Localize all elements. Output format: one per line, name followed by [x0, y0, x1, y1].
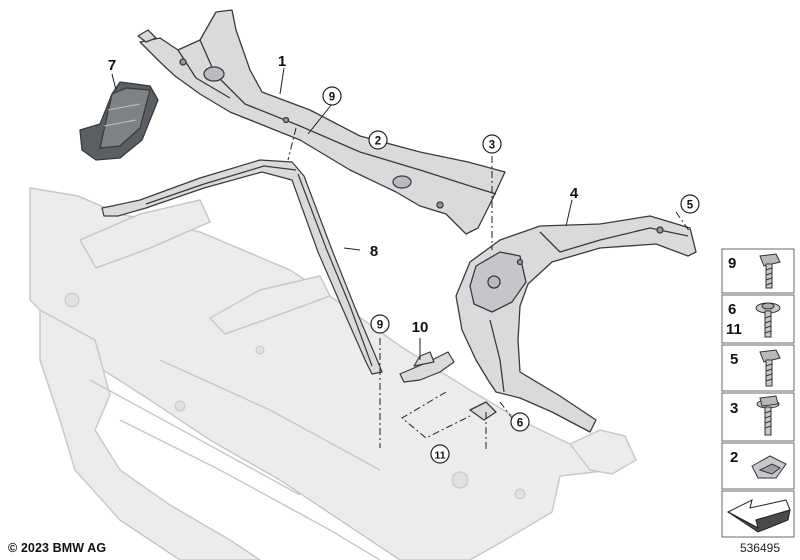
callout-1: 1 [278, 53, 286, 70]
installation-lines [287, 127, 691, 450]
callout-11: 11 [434, 450, 445, 462]
clip-nut-icon [751, 455, 787, 479]
catalog-number: 536495 [739, 541, 780, 555]
arrow-icon [726, 499, 791, 533]
callout-9-bottom: 9 [377, 320, 383, 332]
circled-callouts [322, 86, 700, 464]
legend-panel-5 [721, 344, 795, 392]
part-10-bracket [399, 351, 455, 383]
part-7-air-guide-bracket [79, 81, 159, 161]
copyright-notice: © 2023 BMW AG [8, 541, 107, 555]
part-4-side-support [455, 215, 697, 433]
screw-icon [756, 395, 780, 436]
background-front-carrier [29, 187, 637, 560]
legend-panel-6-11 [721, 294, 795, 344]
screw-icon [759, 349, 781, 387]
callout-5-circle [680, 194, 700, 214]
fastener-legend: 9 6 11 5 3 [721, 248, 795, 538]
background-lower-rail [89, 359, 381, 560]
callout-2: 2 [375, 136, 381, 148]
circled-callout-texts: 9 2 3 5 9 6 11 [329, 92, 694, 462]
background-holes [64, 292, 526, 500]
part-8-diagonal-strut [101, 159, 383, 375]
callout-3-circle [482, 134, 502, 154]
legend-label-11: 11 [726, 321, 742, 338]
washer-screw-icon [755, 302, 781, 338]
legend-label-6: 6 [728, 301, 736, 318]
background-lower-frame [39, 308, 262, 560]
background-bumper-beam [29, 187, 632, 560]
legend-label-9: 9 [728, 255, 736, 272]
callout-6-circle [510, 412, 530, 432]
callout-4: 4 [570, 185, 579, 202]
callout-3: 3 [489, 140, 495, 152]
legend-label-3: 3 [730, 400, 738, 417]
callout-5: 5 [687, 200, 694, 212]
callout-9-circle-top [322, 86, 342, 106]
screw-icon [759, 253, 781, 289]
callout-2-circle [368, 130, 388, 150]
callout-11-circle [430, 444, 450, 464]
legend-label-2: 2 [730, 449, 738, 466]
background-crash-box [78, 199, 211, 269]
background-right-bracket [568, 429, 637, 475]
legend-label-5: 5 [730, 351, 738, 368]
callout-10: 10 [412, 319, 429, 336]
callout-9-top: 9 [329, 92, 335, 104]
legend-panel-9 [721, 248, 795, 294]
callout-labels: 1 7 8 4 10 [108, 53, 579, 336]
part-1-upper-cross-member [137, 9, 506, 235]
legend-panel-3 [721, 392, 795, 442]
background-inner-bracket [208, 275, 332, 335]
callout-7: 7 [108, 57, 116, 74]
leader-lines [111, 67, 573, 360]
callout-6: 6 [517, 418, 523, 430]
callout-9-circle-bottom [370, 314, 390, 334]
callout-8: 8 [370, 243, 378, 260]
